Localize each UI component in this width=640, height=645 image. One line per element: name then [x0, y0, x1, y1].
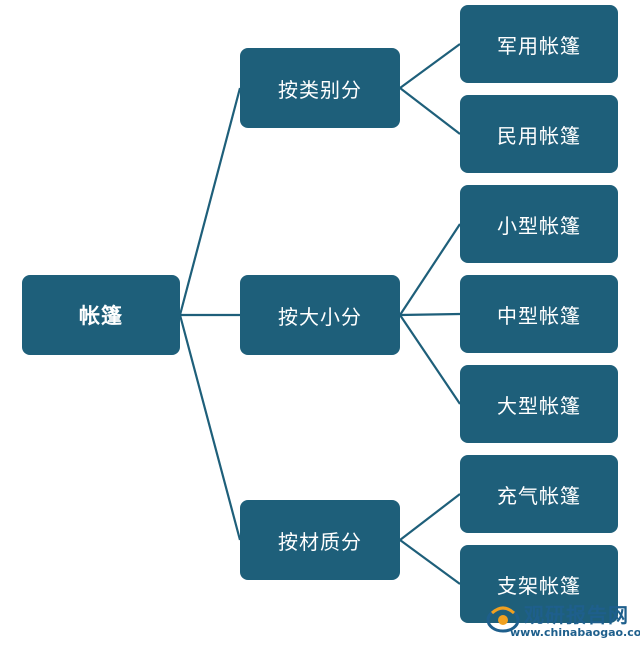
- leaf-node-frame: 支架帐篷: [460, 545, 618, 623]
- connector-group-to-leaf: [399, 539, 461, 585]
- leaf-label: 小型帐篷: [497, 213, 581, 238]
- group-node-material: 按材质分: [240, 500, 400, 580]
- leaf-label: 支架帐篷: [497, 573, 581, 598]
- leaf-label: 民用帐篷: [497, 123, 581, 148]
- root-label: 帐篷: [79, 304, 123, 328]
- group-label: 按大小分: [278, 304, 362, 329]
- connector-group-to-leaf: [399, 87, 461, 135]
- leaf-label: 充气帐篷: [497, 483, 581, 508]
- group-label: 按材质分: [278, 529, 362, 554]
- leaf-node-civilian: 民用帐篷: [460, 95, 618, 173]
- watermark: 观研报告网 www.chinabaogao.com: [486, 599, 640, 643]
- group-node-size: 按大小分: [240, 275, 400, 355]
- watermark-title: 观研报告网: [524, 603, 629, 627]
- leaf-label: 大型帐篷: [497, 393, 581, 418]
- root-node: 帐篷: [22, 275, 180, 355]
- leaf-node-small: 小型帐篷: [460, 185, 618, 263]
- leaf-node-inflatable: 充气帐篷: [460, 455, 618, 533]
- connector-group-to-leaf: [399, 312, 461, 317]
- group-label: 按类别分: [278, 77, 362, 102]
- connector-root-to-group: [178, 314, 242, 541]
- connector-group-to-leaf: [399, 493, 461, 541]
- connector-group-to-leaf: [399, 314, 461, 405]
- connector-group-to-leaf: [399, 223, 461, 316]
- leaf-label: 军用帐篷: [497, 33, 581, 58]
- connector-root-to-group: [178, 87, 242, 316]
- leaf-node-medium: 中型帐篷: [460, 275, 618, 353]
- connector-group-to-leaf: [399, 43, 461, 89]
- leaf-label: 中型帐篷: [497, 303, 581, 328]
- group-node-category: 按类别分: [240, 48, 400, 128]
- watermark-logo-icon: [486, 606, 520, 633]
- watermark-url: www.chinabaogao.com: [510, 626, 640, 639]
- leaf-node-military: 军用帐篷: [460, 5, 618, 83]
- leaf-node-large: 大型帐篷: [460, 365, 618, 443]
